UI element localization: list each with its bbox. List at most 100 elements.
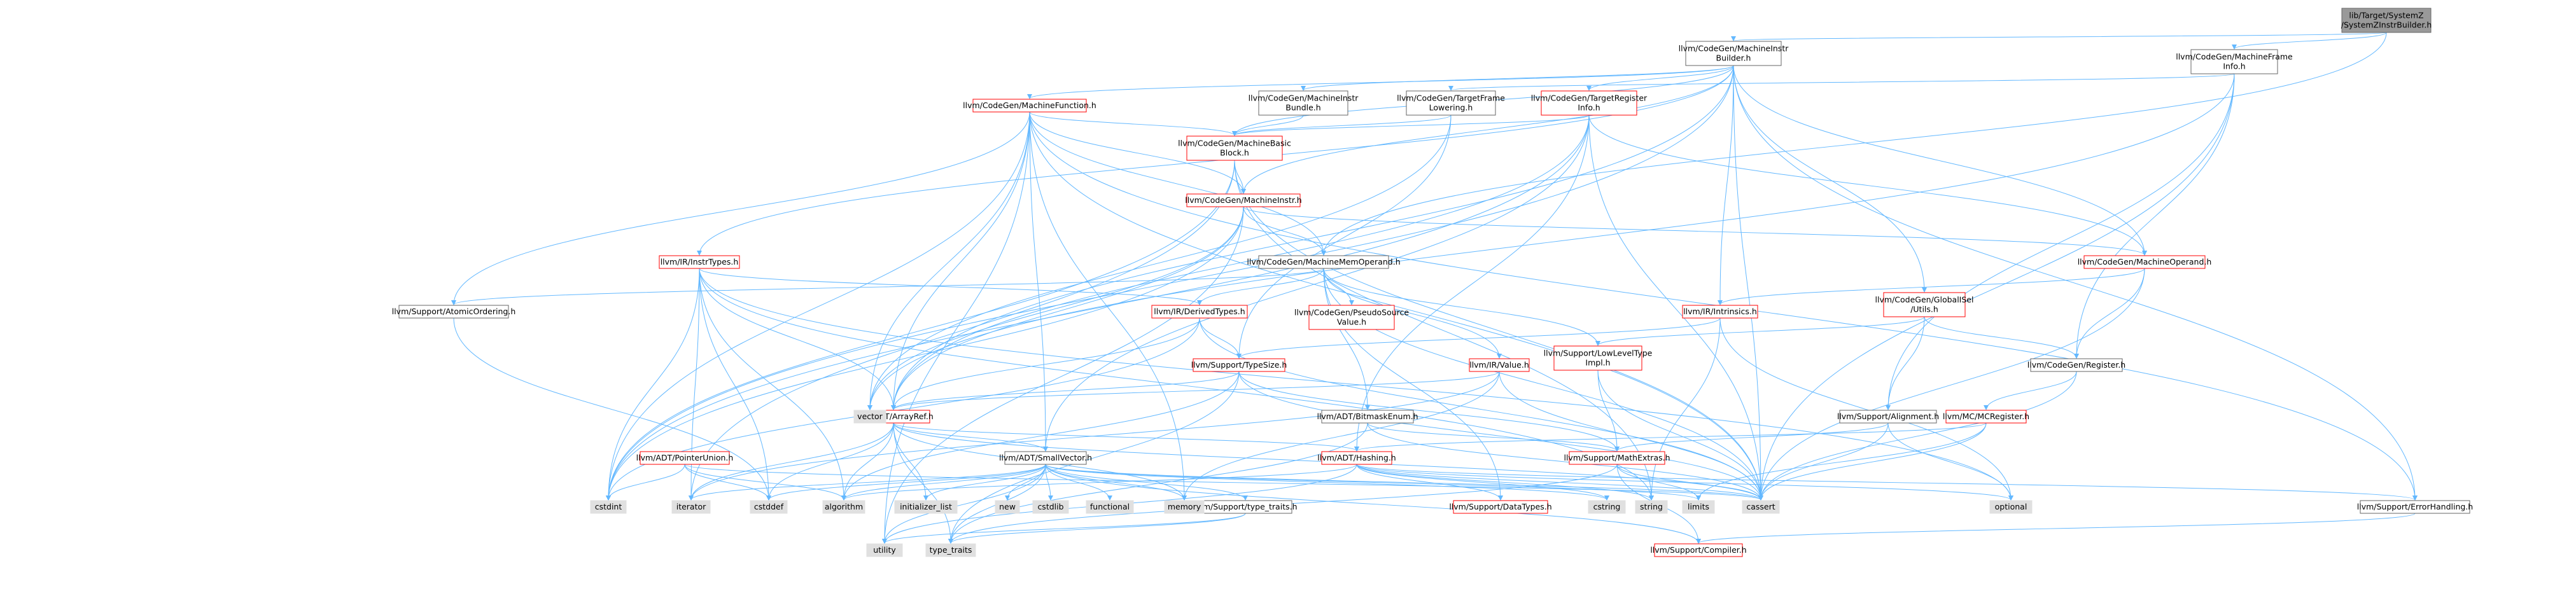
edge-alignment-to-optional — [1887, 422, 2013, 501]
node-typesize[interactable]: llvm/Support/TypeSize.h — [1191, 358, 1287, 372]
edge-arrayref-to-init_list — [893, 422, 928, 501]
node-label: functional — [1090, 502, 1130, 511]
node-datatypes[interactable]: llvm/Support/DataTypes.h — [1449, 500, 1552, 514]
node-mcregister[interactable]: llvm/MC/MCRegister.h — [1943, 410, 2029, 424]
edge-mfunc-to-atomic — [451, 111, 1030, 305]
node-box — [822, 500, 865, 514]
edge-mi-to-cstdint — [606, 206, 1244, 501]
edge-hashing-to-algorithm — [841, 464, 1357, 501]
node-label: llvm/CodeGen/MachineFunction.h — [963, 100, 1096, 110]
node-box — [1453, 500, 1548, 514]
node-instrtypes[interactable]: llvm/IR/InstrTypes.h — [659, 255, 740, 269]
node-mi[interactable]: llvm/CodeGen/MachineInstr.h — [1185, 193, 1302, 207]
edges-layer — [451, 32, 2418, 544]
node-box — [1321, 410, 1414, 424]
node-box — [1308, 305, 1395, 330]
edge-tri-to-smallvec — [1043, 114, 1590, 452]
edge-ptrunion-to-cassert — [684, 464, 1763, 501]
node-typetraitsh[interactable]: llvm/Support/type_traits.h — [1193, 500, 1298, 514]
node-ptrunion[interactable]: llvm/ADT/PointerUnion.h — [636, 451, 734, 465]
node-box — [1553, 345, 1642, 371]
edge-instrtypes-to-derived — [699, 268, 1202, 305]
node-label: lib/Target/SystemZ — [2349, 11, 2423, 20]
node-label: optional — [1995, 502, 2027, 511]
node-label: llvm/CodeGen/MachineInstr — [1679, 44, 1789, 53]
edge-mfi-to-vector — [867, 73, 2235, 410]
node-box — [1406, 90, 1496, 116]
node-errorhandling[interactable]: llvm/Support/ErrorHandling.h — [2357, 500, 2473, 514]
node-alignment[interactable]: llvm/Support/Alignment.h — [1837, 410, 1939, 424]
edge-mbb-to-cassert — [1234, 160, 1763, 501]
node-mathextras[interactable]: llvm/Support/MathExtras.h — [1564, 451, 1670, 465]
node-label: llvm/CodeGen/TargetFrame — [1397, 94, 1505, 103]
node-label: llvm/IR/Intrinsics.h — [1683, 307, 1757, 316]
node-hashing[interactable]: llvm/ADT/Hashing.h — [1317, 451, 1396, 465]
edge-bitmask-to-cassert — [1367, 422, 1763, 501]
node-box — [750, 500, 788, 514]
node-label: Info.h — [1578, 103, 1600, 113]
node-smallvec[interactable]: llvm/ADT/SmallVector.h — [999, 451, 1092, 465]
edge-smallvec-to-cassert — [1045, 464, 1763, 501]
edge-typetraitsh-to-type_traits — [948, 513, 1246, 544]
node-box — [590, 500, 627, 514]
edge-derived-to-arrayref — [891, 317, 1200, 410]
edge-tri-to-cstdint — [606, 114, 1590, 501]
node-label: llvm/Support/Compiler.h — [1650, 545, 1746, 555]
node-compiler[interactable]: llvm/Support/Compiler.h — [1650, 543, 1747, 557]
edge-smallvec-to-algorithm — [841, 464, 1046, 501]
edge-mfunc-to-utility — [882, 111, 1030, 544]
edge-value-to-iterator — [689, 371, 1500, 501]
edge-value-to-arrayref — [891, 371, 1500, 410]
node-bitmask[interactable]: llvm/ADT/BitmaskEnum.h — [1317, 410, 1418, 424]
node-label: llvm/IR/InstrTypes.h — [661, 257, 739, 267]
node-box — [1682, 305, 1758, 319]
node-atomic[interactable]: llvm/Support/AtomicOrdering.h — [392, 305, 516, 319]
edge-tri-to-arrayref — [891, 114, 1590, 410]
node-mmo[interactable]: llvm/CodeGen/MachineMemOperand.h — [1247, 255, 1401, 269]
node-label: Block.h — [1220, 148, 1249, 158]
node-box — [1569, 451, 1665, 465]
node-label: cassert — [1746, 502, 1775, 511]
edge-smallvec-to-iterator — [689, 464, 1046, 501]
node-value[interactable]: llvm/IR/Value.h — [1469, 358, 1530, 372]
node-label: cstdlib — [1037, 502, 1063, 511]
edge-arrayref-to-smallvec — [893, 422, 1048, 452]
edge-mib-to-intrinsics — [1718, 65, 1734, 305]
node-mfunc[interactable]: llvm/CodeGen/MachineFunction.h — [963, 99, 1096, 113]
node-intrinsics[interactable]: llvm/IR/Intrinsics.h — [1682, 305, 1758, 319]
node-label: llvm/CodeGen/MachineFrame — [2176, 52, 2293, 62]
node-register[interactable]: llvm/CodeGen/Register.h — [2027, 358, 2125, 372]
edge-mathextras-to-limits — [1616, 464, 1701, 501]
edge-hashing-to-string — [1356, 464, 1654, 501]
node-box — [1004, 451, 1087, 465]
node-box — [1682, 500, 1715, 514]
edge-hashing-to-datatypes — [1356, 464, 1503, 501]
edge-mfunc-to-mmo — [1029, 111, 1326, 256]
node-mo[interactable]: llvm/CodeGen/MachineOperand.h — [2078, 255, 2212, 269]
node-derived[interactable]: llvm/IR/DerivedTypes.h — [1151, 305, 1248, 319]
node-label: llvm/MC/MCRegister.h — [1943, 412, 2029, 421]
node-label: cstdint — [595, 502, 622, 511]
edge-smallvec-to-cstring — [1045, 464, 1609, 501]
node-gisel[interactable]: llvm/CodeGen/GlobalISel/Utils.h — [1875, 292, 1974, 317]
node-iterator: iterator — [671, 500, 711, 514]
node-box — [1321, 451, 1392, 465]
edge-gisel-to-alignment — [1886, 316, 1925, 410]
node-label: Info.h — [2223, 62, 2245, 71]
node-label: llvm/ADT/BitmaskEnum.h — [1317, 412, 1418, 421]
node-root[interactable]: lib/Target/SystemZ/SystemZInstrBuilder.h — [2341, 8, 2432, 33]
node-box — [2360, 500, 2470, 514]
node-label: limits — [1688, 502, 1709, 511]
node-box — [1839, 410, 1937, 424]
edge-smallvec-to-init_list — [923, 464, 1046, 501]
node-label: llvm/ADT/Hashing.h — [1317, 453, 1396, 462]
node-label: initializer_list — [900, 502, 952, 511]
